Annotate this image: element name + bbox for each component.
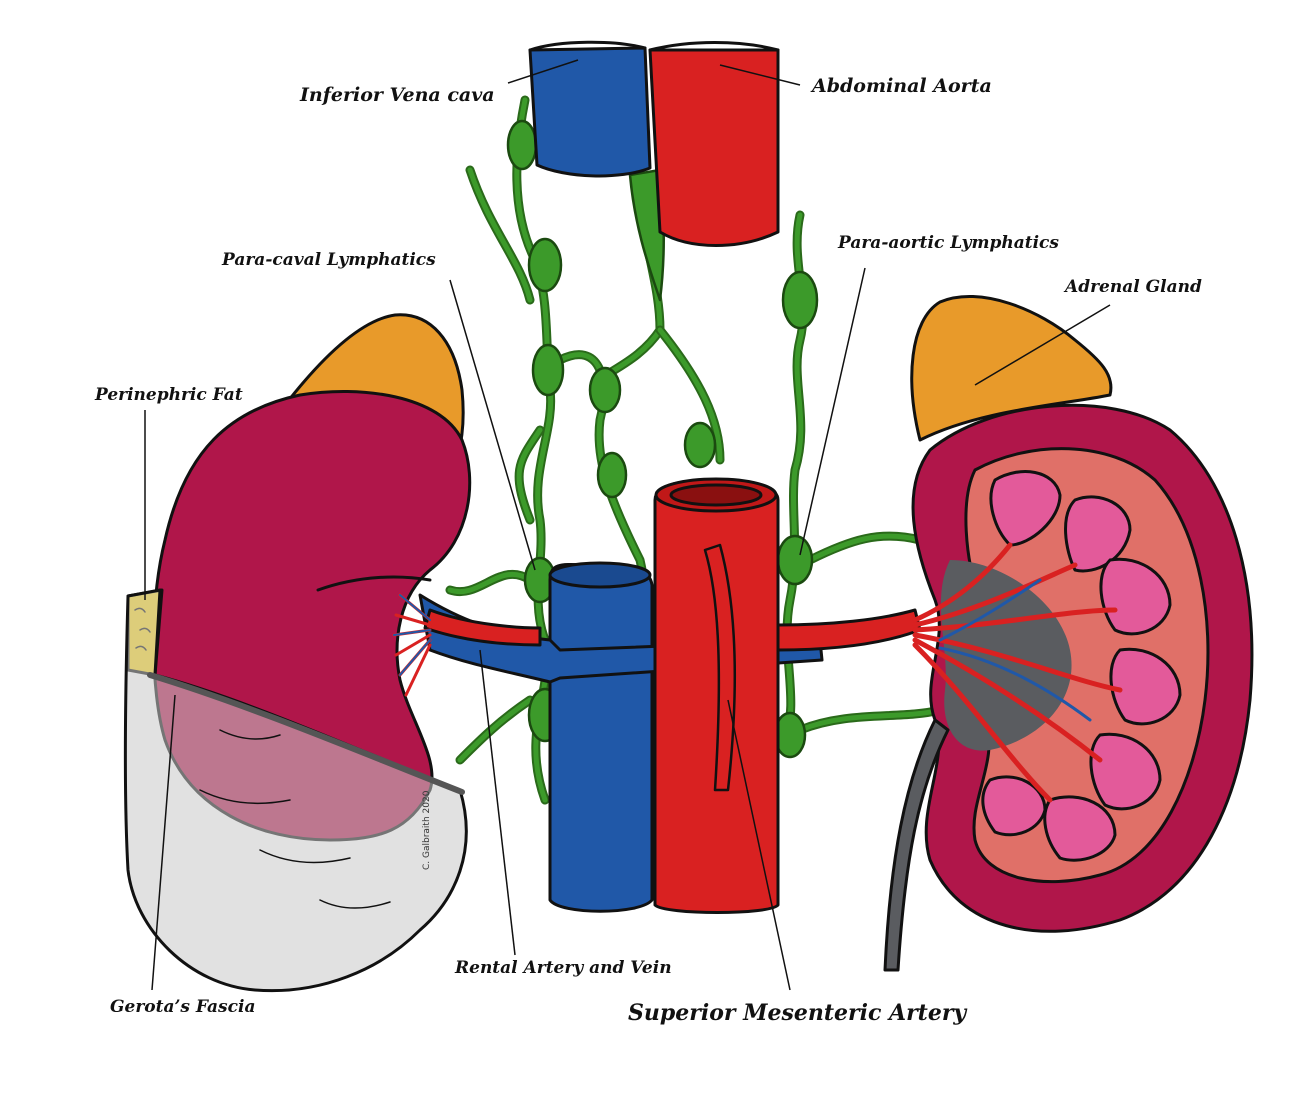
label-para-caval-lymphatics: Para-caval Lymphatics bbox=[222, 250, 436, 270]
label-perinephric-fat: Perinephric Fat bbox=[95, 385, 243, 405]
renal-pyramids bbox=[981, 470, 1182, 862]
abdominal-aorta-top bbox=[648, 41, 780, 247]
left-renal-hilum-vessels bbox=[392, 593, 432, 697]
right-renal-vessels bbox=[912, 542, 1123, 803]
label-gerotas-fascia: Gerota’s Fascia bbox=[110, 997, 256, 1017]
artist-signature: C. Galbraith 2020 bbox=[422, 790, 432, 870]
label-para-aortic-lymphatics: Para-aortic Lymphatics bbox=[838, 233, 1059, 253]
label-superior-mesenteric-artery: Superior Mesenteric Artery bbox=[628, 1000, 967, 1026]
right-renal-veins bbox=[938, 578, 1092, 722]
renal-artery bbox=[423, 608, 922, 652]
leader-lines bbox=[144, 59, 1111, 991]
label-abdominal-aorta: Abdominal Aorta bbox=[812, 75, 992, 97]
label-adrenal-gland: Adrenal Gland bbox=[1065, 277, 1202, 297]
label-renal-artery-and-vein: Rental Artery and Vein bbox=[455, 958, 672, 978]
inferior-vena-cava-top bbox=[528, 40, 652, 178]
inferior-vena-cava-lower bbox=[548, 561, 654, 913]
ureter bbox=[883, 718, 950, 972]
label-inferior-vena-cava: Inferior Vena cava bbox=[300, 84, 495, 106]
superior-mesenteric-artery bbox=[703, 543, 736, 792]
abdominal-aorta-lower bbox=[653, 477, 780, 914]
gerotas-fascia bbox=[123, 588, 468, 993]
